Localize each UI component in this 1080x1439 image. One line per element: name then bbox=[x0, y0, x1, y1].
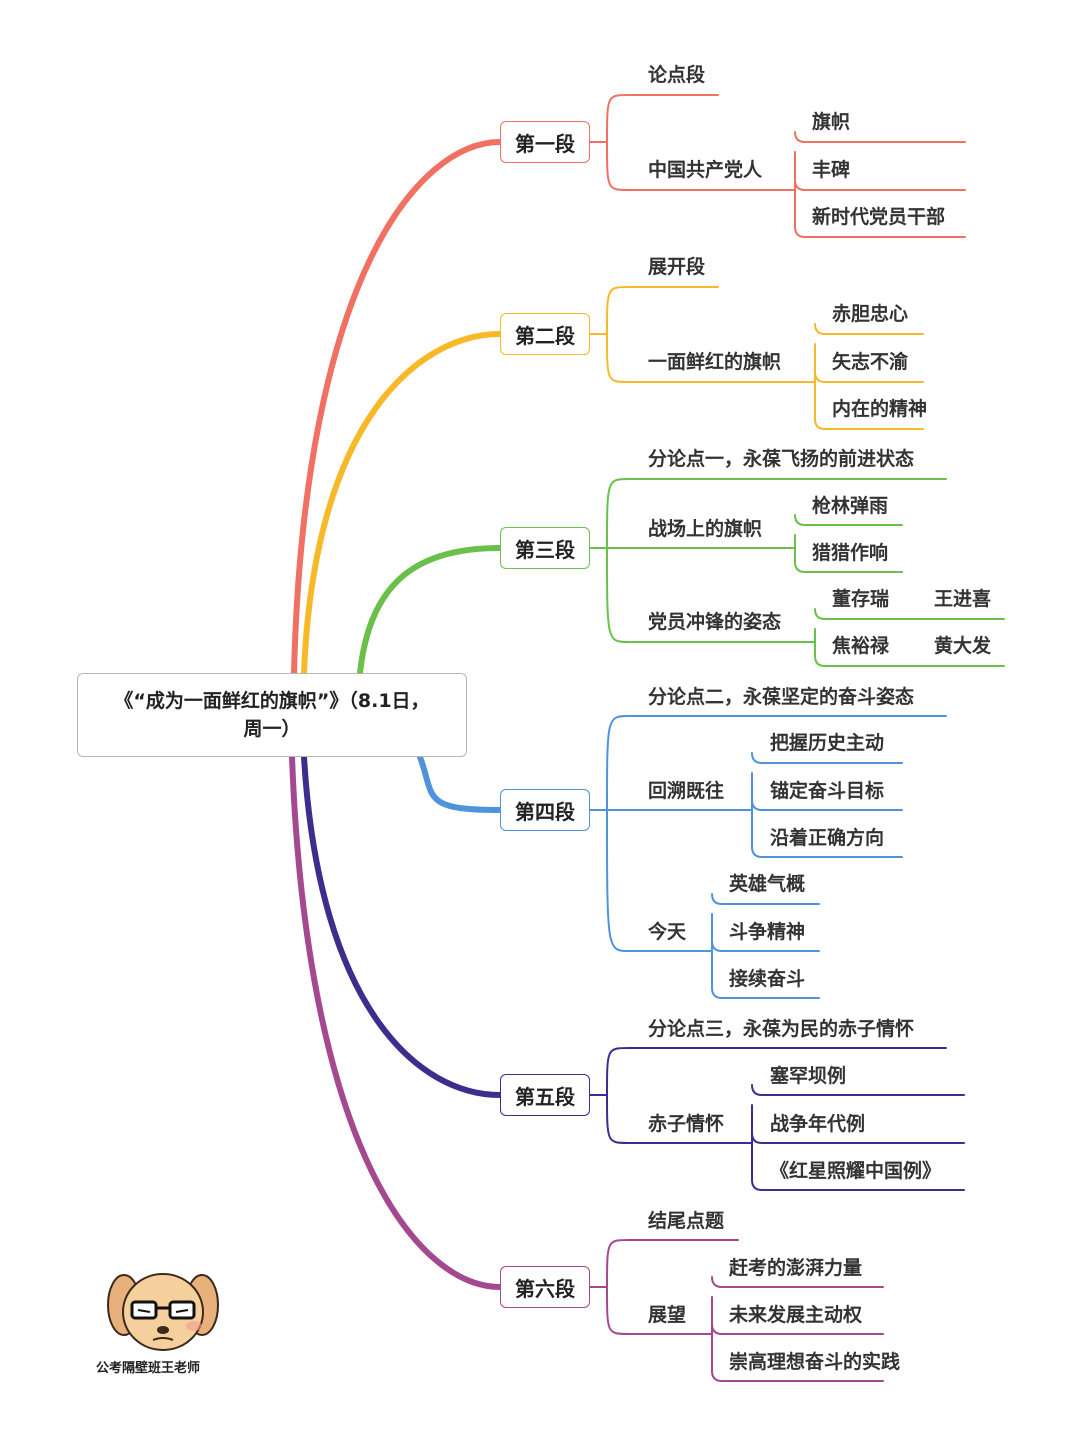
root-topic-line2: 周一） bbox=[243, 718, 301, 740]
section-2-child-2-connector bbox=[606, 333, 630, 383]
section-2-child-2-leaf-3-connector bbox=[814, 418, 826, 430]
watermark-text: 公考隔壁班王老师 bbox=[96, 1361, 201, 1376]
section-3-child-2-leaf-2[interactable]: 猎猎作响 bbox=[812, 542, 889, 564]
section-4-child-2[interactable]: 回溯既往 bbox=[648, 780, 725, 802]
section-4-child-3-leaf-2[interactable]: 斗争精神 bbox=[729, 921, 806, 943]
section-5-child-2-leaf-1[interactable]: 塞罕坝例 bbox=[770, 1065, 847, 1087]
section-5-child-2-connector bbox=[606, 1094, 630, 1144]
section-6-child-2-connector bbox=[606, 1286, 630, 1335]
root-topic-line1: 《“成为一面鲜红的旗帜”》（8.1日， bbox=[114, 690, 430, 712]
section-1-child-2-leaf-2[interactable]: 丰碑 bbox=[812, 159, 851, 181]
section-1-child-2-leaf-1[interactable]: 旗帜 bbox=[812, 111, 851, 133]
section-4-child-2-leaf-2[interactable]: 锚定奋斗目标 bbox=[770, 780, 885, 802]
section-5-child-2-leaf-3-connector bbox=[751, 1179, 763, 1191]
section-6-child-2-leaf-2[interactable]: 未来发展主动权 bbox=[729, 1304, 863, 1326]
section-5-child-2-leaf-2[interactable]: 战争年代例 bbox=[770, 1113, 866, 1135]
section-1-child-1-connector bbox=[606, 94, 630, 143]
root-topic[interactable]: 《“成为一面鲜红的旗帜”》（8.1日， 周一） bbox=[77, 673, 467, 757]
section-4-node[interactable]: 第四段 bbox=[500, 789, 590, 831]
section-6-child-1[interactable]: 结尾点题 bbox=[648, 1210, 725, 1232]
section-5-child-2[interactable]: 赤子情怀 bbox=[648, 1113, 725, 1135]
section-2-child-2-leaf-1[interactable]: 赤胆忠心 bbox=[832, 303, 909, 325]
section-1-child-2-leaf-2-connector bbox=[794, 179, 806, 191]
section-4-child-3-leaf-3-connector bbox=[711, 987, 723, 999]
section-6-node[interactable]: 第六段 bbox=[500, 1266, 590, 1308]
section-4-child-3-leaf-2-connector bbox=[711, 940, 723, 952]
section-1-node[interactable]: 第一段 bbox=[500, 121, 590, 163]
branch-3-curve bbox=[357, 545, 503, 676]
section-1-child-2-leaf-3-connector bbox=[794, 226, 806, 238]
section-4-child-2-leaf-3[interactable]: 沿着正确方向 bbox=[770, 827, 885, 849]
section-5-child-2-leaf-2-connector bbox=[751, 1132, 763, 1144]
section-6-child-2[interactable]: 展望 bbox=[648, 1304, 687, 1326]
section-1-child-2-leaf-1-connector bbox=[794, 131, 806, 143]
section-1-child-1[interactable]: 论点段 bbox=[648, 64, 706, 86]
section-2-node[interactable]: 第二段 bbox=[500, 313, 590, 355]
section-3-child-3-leaf-1-connector bbox=[814, 608, 826, 620]
section-4-child-3-connector bbox=[606, 809, 630, 952]
section-2-child-2-leaf-2[interactable]: 矢志不渝 bbox=[832, 351, 909, 373]
section-4-child-3-leaf-1[interactable]: 英雄气概 bbox=[729, 873, 806, 895]
section-4-child-3-leaf-1-connector bbox=[711, 893, 723, 905]
branch-2-curve bbox=[301, 331, 503, 676]
section-2-child-2-leaf-1-connector bbox=[814, 323, 826, 335]
section-5-child-2-leaf-1-connector bbox=[751, 1084, 763, 1096]
section-3-child-3[interactable]: 党员冲锋的姿态 bbox=[648, 611, 782, 633]
section-5-node[interactable]: 第五段 bbox=[500, 1074, 590, 1116]
section-3-child-1-connector bbox=[606, 478, 630, 549]
branch-4-curve bbox=[417, 754, 503, 813]
section-2-child-1[interactable]: 展开段 bbox=[648, 256, 706, 278]
branch-5-curve bbox=[301, 754, 503, 1098]
section-3-child-2-leaf-2-connector bbox=[794, 561, 806, 573]
section-5-child-1-connector bbox=[606, 1047, 630, 1096]
section-4-child-1-connector bbox=[606, 715, 630, 811]
section-1-child-2[interactable]: 中国共产党人 bbox=[648, 159, 763, 181]
branch-6-curve bbox=[289, 754, 503, 1290]
section-4-child-3-leaf-3[interactable]: 接续奋斗 bbox=[729, 968, 806, 990]
section-4-child-3[interactable]: 今天 bbox=[648, 921, 687, 943]
section-3-child-3-leaf-3[interactable]: 王进喜 bbox=[934, 588, 992, 610]
section-3-child-3-connector bbox=[606, 547, 630, 643]
section-3-child-2[interactable]: 战场上的旗帜 bbox=[648, 518, 763, 540]
section-3-child-3-leaf-4[interactable]: 黄大发 bbox=[934, 635, 992, 657]
branch-1-curve bbox=[291, 139, 503, 676]
section-4-child-2-leaf-1-connector bbox=[751, 752, 763, 764]
section-2-child-2-leaf-2-connector bbox=[814, 371, 826, 383]
section-6-child-2-leaf-3-connector bbox=[711, 1370, 723, 1382]
section-1-child-2-connector bbox=[606, 141, 630, 191]
section-5-child-1[interactable]: 分论点三，永葆为民的赤子情怀 bbox=[648, 1018, 915, 1040]
section-3-child-2-leaf-1[interactable]: 枪林弹雨 bbox=[812, 495, 889, 517]
section-3-child-1[interactable]: 分论点一，永葆飞扬的前进状态 bbox=[648, 448, 915, 470]
section-3-node[interactable]: 第三段 bbox=[500, 527, 590, 569]
section-6-child-2-leaf-1-connector bbox=[711, 1276, 723, 1288]
section-3-child-3-leaf-2-connector bbox=[814, 655, 826, 667]
section-2-child-2-leaf-3[interactable]: 内在的精神 bbox=[832, 398, 928, 420]
section-6-child-1-connector bbox=[606, 1239, 630, 1288]
section-5-child-2-leaf-3[interactable]: 《红星照耀中国例》 bbox=[770, 1160, 942, 1182]
section-2-child-1-connector bbox=[606, 286, 630, 335]
section-1-child-2-leaf-3[interactable]: 新时代党员干部 bbox=[812, 206, 946, 228]
section-2-child-2[interactable]: 一面鲜红的旗帜 bbox=[648, 351, 782, 373]
section-6-child-2-leaf-1[interactable]: 赶考的澎湃力量 bbox=[729, 1257, 863, 1279]
section-3-child-2-leaf-1-connector bbox=[794, 514, 806, 526]
section-4-child-2-leaf-2-connector bbox=[751, 799, 763, 811]
section-6-child-2-leaf-2-connector bbox=[711, 1323, 723, 1335]
section-4-child-2-leaf-3-connector bbox=[751, 846, 763, 858]
section-4-child-1[interactable]: 分论点二，永葆坚定的奋斗姿态 bbox=[648, 686, 915, 708]
section-6-child-2-leaf-3[interactable]: 崇高理想奋斗的实践 bbox=[729, 1351, 901, 1373]
section-4-child-2-leaf-1[interactable]: 把握历史主动 bbox=[770, 732, 885, 754]
dog-with-glasses-avatar-icon bbox=[107, 1273, 219, 1351]
section-3-child-3-leaf-2[interactable]: 焦裕禄 bbox=[832, 635, 890, 657]
section-3-child-3-leaf-1[interactable]: 董存瑞 bbox=[832, 588, 890, 610]
